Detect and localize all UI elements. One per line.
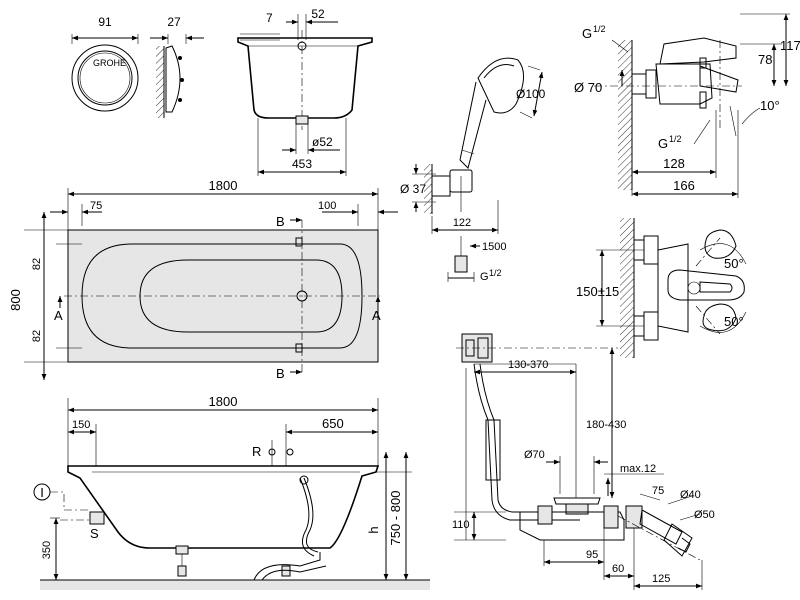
plan-length-label: 1800 [209, 178, 238, 193]
plan-top-inset-label: 82 [31, 258, 43, 270]
section-b-top-label: B [276, 214, 285, 229]
mixer-angle-label: 10° [760, 98, 780, 113]
elevation-i-label: I [40, 485, 44, 500]
head-diameter-label: Ø100 [516, 87, 546, 101]
waste-trap-offset-label: 60 [612, 563, 624, 575]
mixer-front-view: 50° 50° 150±15 [576, 218, 747, 358]
plan-width-label: 800 [8, 289, 23, 311]
section-bottom-width-label: 453 [292, 157, 312, 171]
front-upper-angle-label: 50° [724, 256, 744, 271]
tub-section-view: 52 7 453 ø52 [237, 7, 373, 176]
waste-angle-label: 75 [652, 485, 664, 497]
waste-outlet-diameter-label: Ø50 [694, 509, 715, 521]
elevation-rim-height-label: 350 [41, 541, 53, 559]
tub-plan-view: 1800 75 100 800 82 82 B B A A [8, 178, 398, 381]
mixer-thread-top-fraction: 1/2 [593, 24, 606, 34]
waste-height-label: 110 [452, 519, 470, 531]
waste-pipe-diameter-label: Ø40 [680, 489, 701, 501]
elevation-r-label: R [252, 444, 261, 459]
waste-trap-label: 95 [586, 549, 598, 561]
hand-shower-view: Ø 37 Ø100 122 1500 G 1/2 [400, 57, 546, 283]
waste-plug-diameter-label: Ø70 [524, 449, 545, 461]
overflow-side-view: 27 [150, 15, 204, 118]
waste-set-view: 130-370 180-430 Ø70 max.12 75 Ø40 Ø50 11… [452, 333, 715, 590]
waste-max-label: max.12 [620, 463, 656, 475]
mixer-depth-label: 128 [663, 156, 685, 171]
overflow-front-view: 91 GROHE [71, 15, 139, 112]
mixer-thread-bottom-label: G [658, 136, 668, 151]
elevation-left-label: 150 [72, 419, 90, 431]
hose-thread-label: G [480, 271, 489, 283]
mixer-body-diameter-label: Ø 70 [574, 80, 602, 95]
elevation-length-label: 1800 [209, 394, 238, 409]
waste-right-range-label: 180-430 [586, 419, 626, 431]
section-a-right-label: A [372, 308, 381, 323]
tub-elevation-view: 1800 150 650 R h 750 - 800 I S [33, 394, 430, 590]
holder-diameter-label: Ø 37 [400, 182, 426, 196]
elevation-s-label: S [90, 526, 99, 541]
overflow-depth-label: 27 [167, 15, 181, 29]
section-a-left-label: A [54, 308, 63, 323]
overflow-width-label: 91 [98, 15, 112, 29]
mixer-total-height-label: 117 [780, 38, 800, 53]
plan-left-offset-label: 75 [90, 200, 102, 212]
waste-outlet-length-label: 125 [652, 573, 670, 585]
section-offset-label: 7 [266, 11, 273, 25]
front-centers-label: 150±15 [576, 284, 619, 299]
mixer-side-view: G 1/2 Ø 70 78 117 10° G 1/2 128 166 [574, 13, 800, 198]
section-top-label: 52 [311, 7, 325, 21]
elevation-height-range-label: 750 - 800 [388, 491, 403, 546]
waste-range-label: 130-370 [508, 359, 548, 371]
elevation-h-label: h [366, 526, 381, 533]
grohe-logo: GROHE [93, 58, 126, 68]
mixer-total-depth-label: 166 [673, 178, 695, 193]
plan-bottom-inset-label: 82 [31, 330, 43, 342]
mixer-thread-top-label: G [582, 26, 592, 41]
hose-thread-fraction: 1/2 [489, 268, 502, 278]
mixer-thread-bottom-fraction: 1/2 [669, 134, 682, 144]
section-waste-diameter-label: ø52 [312, 135, 333, 149]
mixer-height-label: 78 [758, 52, 772, 67]
holder-length-label: 122 [453, 217, 471, 229]
hose-length-label: 1500 [482, 241, 506, 253]
elevation-fill-offset-label: 650 [322, 416, 344, 431]
section-b-bottom-label: B [276, 366, 285, 381]
plan-right-offset-label: 100 [318, 200, 336, 212]
front-lower-angle-label: 50° [724, 314, 744, 329]
